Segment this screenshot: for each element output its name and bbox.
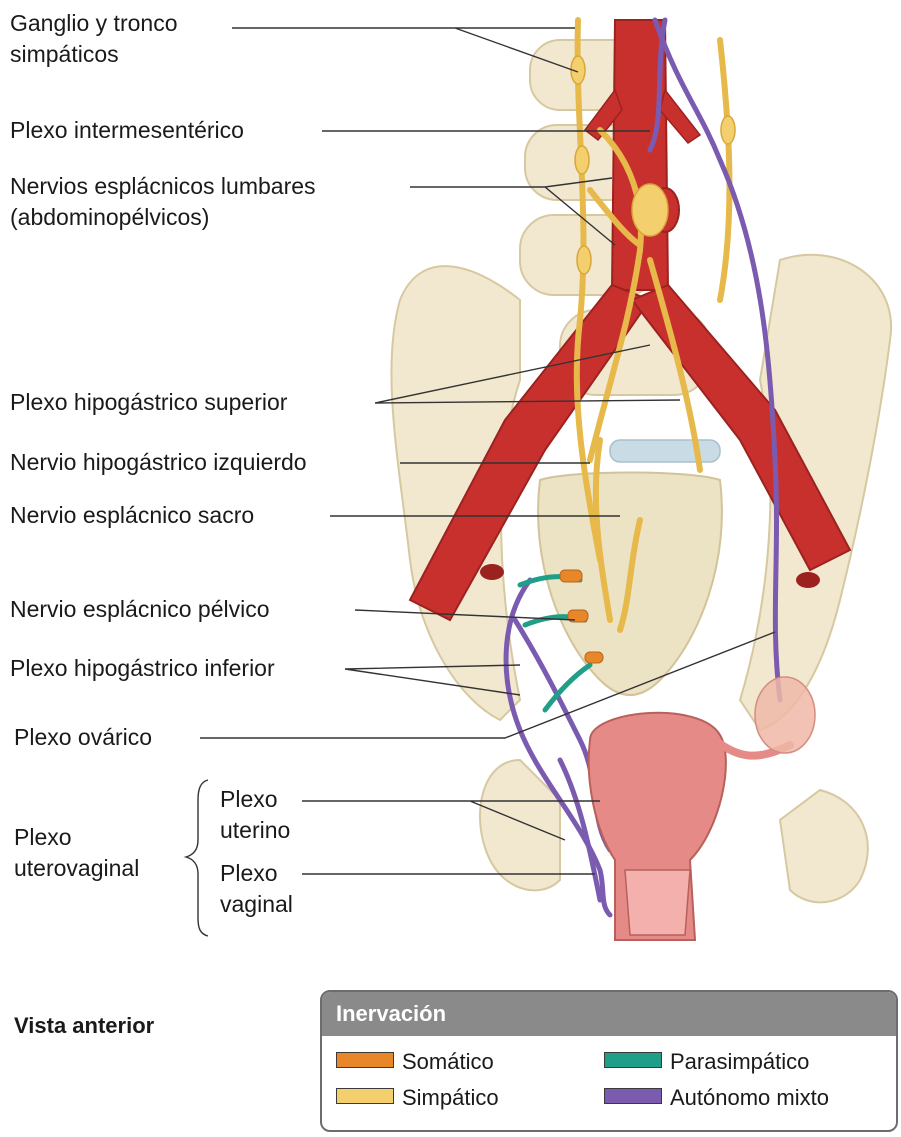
label-plexo-uterino-line2: uterino [220, 815, 290, 846]
label-plexo-uterino-line1: Plexo [220, 784, 290, 815]
internal-iliac-stump-left [796, 572, 820, 588]
label-plexo-vaginal-line1: Plexo [220, 858, 293, 889]
ganglion [575, 146, 589, 174]
uterus-and-adnexa [589, 677, 815, 940]
legend-label-parasimpatico: Parasimpático [670, 1049, 809, 1074]
ganglion [632, 184, 668, 236]
label-nervios-esplacnicos-line1: Nervios esplácnicos lumbares [10, 171, 316, 202]
label-plexo-ovarico: Plexo ovárico [14, 722, 152, 753]
label-nervios-esplacnicos: Nervios esplácnicos lumbares (abdominopé… [10, 171, 316, 233]
label-nervio-esplacnico-pelvico: Nervio esplácnico pélvico [10, 594, 270, 625]
sacral-root [585, 652, 603, 663]
label-plexo-hipogastrico-inferior: Plexo hipogástrico inferior [10, 653, 275, 684]
legend-box: Inervación Somático Simpático Parasimpát… [320, 990, 898, 1132]
brace-uterovaginal [186, 780, 208, 936]
label-plexo-intermesenterico: Plexo intermesentérico [10, 115, 244, 146]
label-plexo-uterino: Plexo uterino [220, 784, 290, 846]
label-plexo-vaginal: Plexo vaginal [220, 858, 293, 920]
ganglion [721, 116, 735, 144]
internal-iliac-stump-right [480, 564, 504, 580]
label-ganglio-tronco: Ganglio y tronco simpáticos [10, 8, 177, 70]
swatch-parasimpatico [604, 1052, 662, 1068]
legend-item-somatico: Somático [336, 1048, 494, 1076]
legend-item-autonomo-mixto: Autónomo mixto [604, 1084, 829, 1112]
vaginal-canal [625, 870, 690, 935]
legend-title: Inervación [322, 992, 896, 1036]
left-pubis [780, 790, 868, 902]
legend-label-autonomo-mixto: Autónomo mixto [670, 1085, 829, 1110]
sacral-root [560, 570, 582, 582]
label-plexo-uterovaginal-line2: uterovaginal [14, 853, 139, 884]
ovary [755, 677, 815, 753]
leader-ganglio [232, 28, 578, 72]
label-nervios-esplacnicos-line2: (abdominopélvicos) [10, 202, 316, 233]
legend-item-simpatico: Simpático [336, 1084, 499, 1112]
ganglion [577, 246, 591, 274]
legend-item-parasimpatico: Parasimpático [604, 1048, 809, 1076]
legend-label-somatico: Somático [402, 1049, 494, 1074]
label-plexo-uterovaginal: Plexo uterovaginal [14, 822, 139, 884]
swatch-somatico [336, 1052, 394, 1068]
label-nervio-esplacnico-sacro: Nervio esplácnico sacro [10, 500, 254, 531]
view-label: Vista anterior [14, 1013, 154, 1039]
swatch-autonomo-mixto [604, 1088, 662, 1104]
label-plexo-uterovaginal-line1: Plexo [14, 822, 139, 853]
label-plexo-vaginal-line2: vaginal [220, 889, 293, 920]
legend-label-simpatico: Simpático [402, 1085, 499, 1110]
intervertebral-disc [610, 440, 720, 462]
label-plexo-hipogastrico-superior: Plexo hipogástrico superior [10, 387, 287, 418]
label-ganglio-line2: simpáticos [10, 39, 177, 70]
label-ganglio-line1: Ganglio y tronco [10, 8, 177, 39]
label-nervio-hipogastrico-izquierdo: Nervio hipogástrico izquierdo [10, 447, 307, 478]
swatch-simpatico [336, 1088, 394, 1104]
